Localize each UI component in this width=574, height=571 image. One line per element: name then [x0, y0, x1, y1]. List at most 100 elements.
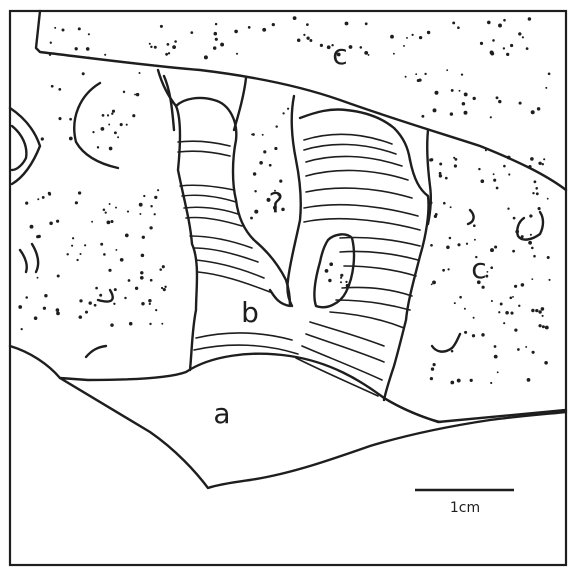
stipple-dot	[109, 147, 113, 151]
stipple-dot	[454, 164, 457, 167]
stipple-dot	[429, 201, 432, 204]
stipple-dot	[250, 217, 253, 220]
stipple-dot	[220, 43, 224, 47]
stipple-dot	[154, 213, 156, 215]
stipple-dot	[340, 281, 342, 283]
stipple-dot	[527, 378, 531, 382]
stipple-dot	[293, 16, 297, 20]
stipple-dot	[124, 297, 126, 299]
stipple-dot	[509, 296, 512, 299]
right-pillar-band	[340, 251, 418, 260]
stipple-dot	[490, 116, 492, 118]
stipple-dot	[439, 163, 442, 166]
stipple-dot	[531, 309, 534, 312]
top-layer-boundary	[36, 11, 566, 190]
stipple-dot	[433, 363, 436, 366]
stipple-dot	[494, 345, 497, 348]
stipple-dot	[411, 34, 413, 36]
stipple-dot	[493, 179, 496, 182]
stipple-dot	[364, 51, 368, 55]
stipple-dot	[262, 28, 266, 32]
label-question: ?	[269, 186, 284, 219]
stipple-dot	[525, 346, 527, 348]
stipple-dot	[470, 379, 473, 382]
stipple-dot	[545, 87, 547, 89]
stipple-dot	[262, 134, 264, 136]
stipple-dot	[114, 288, 117, 291]
right-pillar-band	[306, 170, 408, 180]
stipple-dot	[530, 157, 534, 161]
stipple-dot	[136, 93, 139, 96]
stipple-dot	[138, 72, 140, 74]
stipple-dot	[71, 245, 73, 247]
stipple-dot	[51, 85, 54, 88]
stipple-dot	[327, 45, 331, 49]
left-pillar-band	[184, 207, 238, 214]
stipple-dot	[263, 150, 266, 153]
stipple-dot	[405, 76, 407, 78]
stipple-dot	[457, 379, 461, 383]
stipple-dot	[450, 112, 453, 115]
stipple-dot	[340, 274, 343, 277]
stipple-dot	[490, 266, 493, 269]
stipple-dot	[172, 45, 176, 49]
stipple-dot	[492, 39, 495, 42]
stipple-dot	[486, 271, 488, 273]
stipple-dot	[309, 39, 312, 42]
stipple-dot	[97, 146, 99, 148]
left-pillar-band	[196, 260, 264, 278]
stipple-dot	[111, 113, 113, 115]
stipple-dot	[57, 274, 60, 277]
stipple-dot	[498, 100, 501, 103]
stipple-dot	[72, 237, 74, 239]
stipple-dot	[44, 294, 47, 297]
stipple-dot	[160, 25, 163, 28]
stipple-dot	[88, 57, 90, 59]
stipple-dot	[140, 271, 143, 274]
stipple-dot	[474, 239, 476, 241]
stipple-dot	[163, 288, 166, 291]
stipple-dot	[213, 46, 216, 49]
stipple-dot	[473, 317, 475, 319]
stipple-dot	[532, 351, 535, 354]
junction-band	[310, 322, 384, 346]
stipple-dot	[43, 307, 46, 310]
stipple-dot	[82, 72, 85, 75]
stipple-dot	[129, 322, 133, 326]
label-c-right: c	[471, 252, 486, 285]
stipple-dot	[536, 192, 539, 195]
stipple-dot	[306, 37, 309, 40]
stipple-dot	[417, 79, 420, 82]
stipple-dot	[457, 243, 460, 246]
stipple-dot	[505, 311, 509, 315]
stipple-dot	[120, 123, 123, 126]
stipple-dot	[482, 286, 485, 289]
stipple-dot	[100, 243, 103, 246]
stipple-dot	[491, 300, 493, 302]
junction-band	[302, 346, 382, 380]
stipple-dot	[464, 331, 467, 334]
left-pillar-outline	[158, 70, 197, 370]
stipple-dot	[112, 110, 115, 113]
stipple-dot	[506, 53, 509, 56]
stipple-dot	[448, 268, 450, 270]
stipple-dot	[37, 198, 39, 200]
stipple-dot	[79, 299, 82, 302]
right-lower-curl	[432, 334, 460, 352]
stipple-dot	[69, 137, 73, 141]
stipple-dot	[110, 323, 114, 327]
right-pillar-band	[306, 156, 402, 166]
stipple-dot	[204, 55, 208, 59]
stipple-dot	[164, 286, 166, 288]
stipple-dot	[494, 355, 498, 359]
stipple-dot	[325, 269, 329, 273]
stipple-dot	[547, 256, 550, 259]
stipple-dot	[254, 190, 256, 192]
stipple-dot	[78, 27, 81, 30]
stipple-dot	[457, 26, 460, 29]
stipple-dot	[150, 205, 152, 207]
right-pillar-band	[304, 144, 396, 154]
left-pillar-band	[198, 272, 270, 292]
left-lower-curl	[86, 346, 106, 357]
